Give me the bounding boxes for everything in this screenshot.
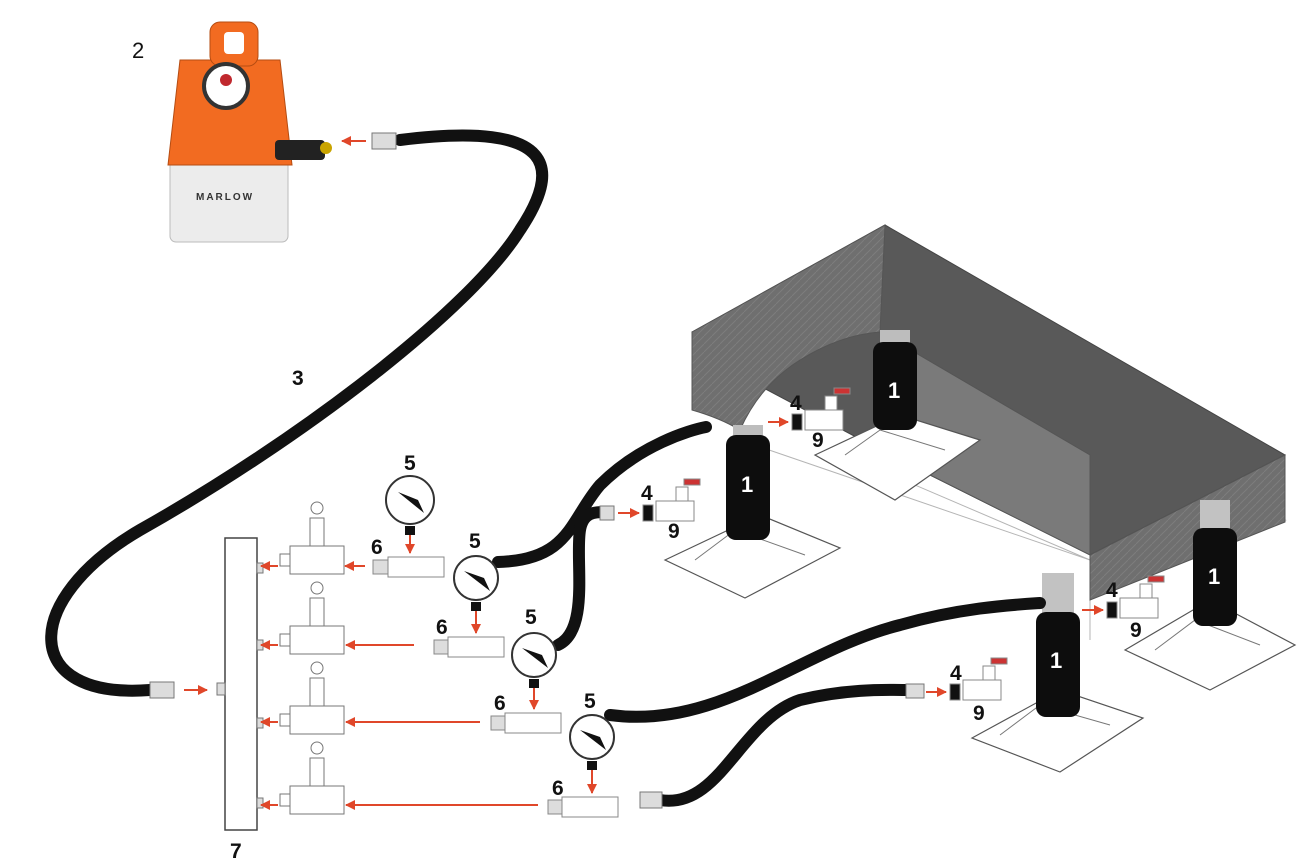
- jack-left: 1: [726, 425, 770, 540]
- label-gauge: 5: [584, 690, 596, 713]
- pressure-gauge-2: [512, 633, 556, 688]
- main-hose: [51, 136, 542, 691]
- label-manifold: 7: [230, 840, 242, 861]
- pressure-gauge-3: [570, 715, 614, 770]
- label-coupler: 4: [1106, 579, 1118, 602]
- label-gauge: 5: [404, 452, 416, 475]
- gauge-adaptor-4: [562, 797, 618, 817]
- label-needle-valve: 9: [812, 429, 824, 452]
- pump-brand-text: MARLOW: [196, 192, 254, 203]
- label-coupler: 4: [641, 482, 653, 505]
- jack-front: 1: [1036, 573, 1080, 717]
- electric-hydraulic-pump: MARLOW: [168, 22, 332, 242]
- valve-row-1: [280, 502, 344, 574]
- valve-row-2: [280, 582, 344, 654]
- label-gauge: 5: [525, 606, 537, 629]
- label-needle-valve: 9: [1130, 619, 1142, 642]
- label-gauge-adaptor: 6: [371, 536, 383, 559]
- gauge-adaptor-1: [388, 557, 444, 577]
- label-coupler: 4: [790, 392, 802, 415]
- label-gauge-adaptor: 6: [494, 692, 506, 715]
- jack-back: 1: [873, 330, 917, 430]
- label-gauge: 5: [469, 530, 481, 553]
- gauge-adaptor-2: [448, 637, 504, 657]
- valve-row-3: [280, 662, 344, 734]
- label-jack: 1: [1050, 648, 1062, 673]
- pressure-gauge-1: [454, 556, 498, 611]
- gauge-adaptor-3: [505, 713, 561, 733]
- label-gauge-adaptor: 6: [552, 777, 564, 800]
- manifold-block: [217, 538, 263, 830]
- label-jack: 1: [888, 378, 900, 403]
- label-jack: 1: [1208, 564, 1220, 589]
- valve-row-4: [280, 742, 344, 814]
- label-coupler: 4: [950, 662, 962, 685]
- label-hose: 3: [292, 367, 304, 390]
- label-pump: 2: [132, 38, 144, 63]
- label-jack: 1: [741, 472, 753, 497]
- label-gauge-adaptor: 6: [436, 616, 448, 639]
- label-needle-valve: 9: [973, 702, 985, 725]
- label-needle-valve: 9: [668, 520, 680, 543]
- pressure-gauge-top: [386, 476, 434, 535]
- manifold-valves: [280, 502, 344, 814]
